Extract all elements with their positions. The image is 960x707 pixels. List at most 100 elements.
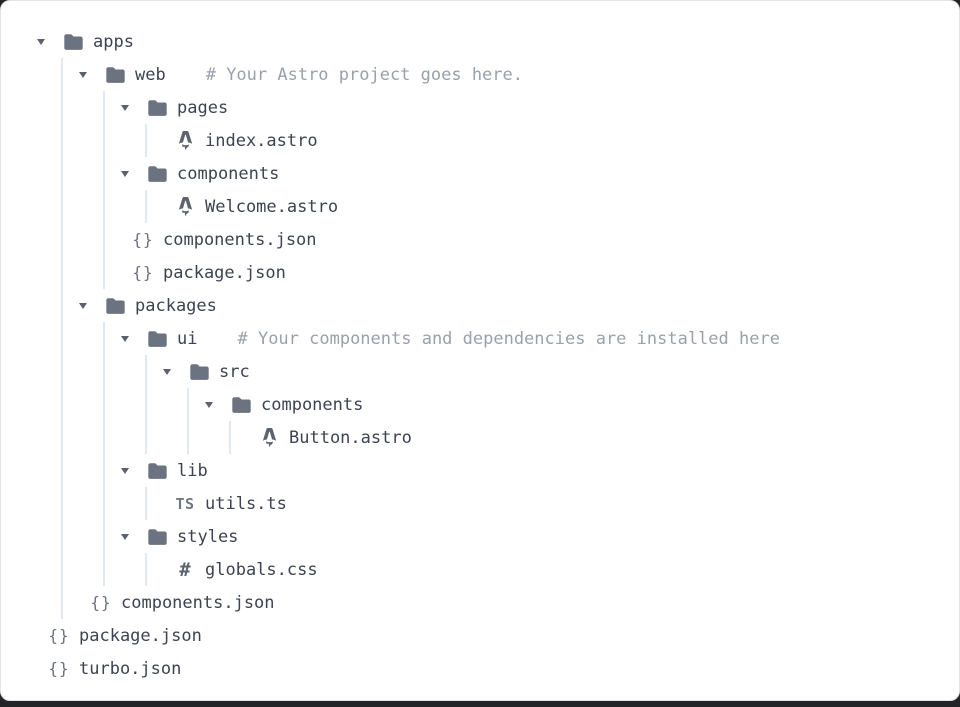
file-row-turbo-json: {} turbo.json xyxy=(1,652,959,685)
item-label: styles xyxy=(177,526,239,547)
file-row-components-json: {} components.json xyxy=(1,223,959,256)
chevron-down-icon[interactable] xyxy=(115,467,135,474)
indent-guide xyxy=(145,124,147,157)
astro-icon xyxy=(173,197,197,216)
item-label: utils.ts xyxy=(205,493,287,514)
triangle-glyph xyxy=(79,71,87,78)
item-label: pages xyxy=(177,97,229,118)
chevron-down-icon[interactable] xyxy=(157,368,177,375)
folder-row-lib[interactable]: lib xyxy=(1,454,959,487)
json-icon-glyph: {} xyxy=(132,263,154,282)
item-label: components xyxy=(261,394,364,415)
file-row-Button-astro: Button.astro xyxy=(1,421,959,454)
css-icon: # xyxy=(173,559,197,581)
file-row-Welcome-astro: Welcome.astro xyxy=(1,190,959,223)
file-row-index-astro: index.astro xyxy=(1,124,959,157)
triangle-glyph xyxy=(121,104,129,111)
file-row-components-json: {} components.json xyxy=(1,586,959,619)
chevron-down-icon[interactable] xyxy=(115,104,135,111)
json-icon: {} xyxy=(47,659,71,678)
item-label: Welcome.astro xyxy=(205,196,339,217)
item-label: turbo.json xyxy=(79,658,182,679)
indent-guide xyxy=(145,355,147,454)
json-icon: {} xyxy=(131,230,155,249)
item-label: apps xyxy=(93,31,134,52)
json-icon-glyph: {} xyxy=(90,593,112,612)
json-icon-glyph: {} xyxy=(48,659,70,678)
folder-icon xyxy=(145,330,169,348)
folder-row-components[interactable]: components xyxy=(1,388,959,421)
item-label: components.json xyxy=(163,229,317,250)
json-icon: {} xyxy=(89,593,113,612)
chevron-down-icon[interactable] xyxy=(115,335,135,342)
triangle-glyph xyxy=(121,467,129,474)
triangle-glyph xyxy=(121,170,129,177)
json-icon: {} xyxy=(131,263,155,282)
chevron-down-icon[interactable] xyxy=(115,170,135,177)
folder-icon xyxy=(103,66,127,84)
chevron-down-icon[interactable] xyxy=(73,71,93,78)
chevron-down-icon[interactable] xyxy=(199,401,219,408)
json-icon-glyph: {} xyxy=(132,230,154,249)
folder-row-pages[interactable]: pages xyxy=(1,91,959,124)
item-label: packages xyxy=(135,295,217,316)
item-label: components xyxy=(177,163,280,184)
json-icon: {} xyxy=(47,626,71,645)
folder-icon xyxy=(229,396,253,414)
file-row-utils-ts: TS utils.ts xyxy=(1,487,959,520)
chevron-down-icon[interactable] xyxy=(31,38,51,45)
folder-icon xyxy=(145,165,169,183)
item-label: components.json xyxy=(121,592,275,613)
folder-icon xyxy=(103,297,127,315)
json-icon-glyph: {} xyxy=(48,626,70,645)
item-label: package.json xyxy=(163,262,286,283)
triangle-glyph xyxy=(37,38,45,45)
folder-row-web[interactable]: web # Your Astro project goes here. xyxy=(1,58,959,91)
item-label: src xyxy=(219,361,250,382)
folder-row-apps[interactable]: apps xyxy=(1,25,959,58)
file-row-globals-css: # globals.css xyxy=(1,553,959,586)
indent-guide xyxy=(187,388,189,454)
folder-icon xyxy=(61,33,85,51)
item-label: Button.astro xyxy=(289,427,412,448)
folder-icon xyxy=(145,462,169,480)
triangle-glyph xyxy=(163,368,171,375)
ts-icon: TS xyxy=(173,495,197,513)
astro-icon xyxy=(173,131,197,150)
indent-guide xyxy=(103,91,105,289)
triangle-glyph xyxy=(121,533,129,540)
item-comment: # Your Astro project goes here. xyxy=(205,64,523,85)
item-comment: # Your components and dependencies are i… xyxy=(237,328,780,349)
folder-icon xyxy=(145,99,169,117)
item-label: web xyxy=(135,64,166,85)
indent-guide xyxy=(145,190,147,223)
indent-guide xyxy=(103,322,105,586)
css-icon-glyph: # xyxy=(179,558,191,581)
triangle-glyph xyxy=(79,302,87,309)
file-row-package-json: {} package.json xyxy=(1,256,959,289)
item-label: globals.css xyxy=(205,559,318,580)
indent-guide xyxy=(61,58,63,619)
indent-guide xyxy=(145,487,147,520)
item-label: ui xyxy=(177,328,198,349)
folder-row-ui[interactable]: ui # Your components and dependencies are… xyxy=(1,322,959,355)
ts-icon-glyph: TS xyxy=(175,494,195,513)
triangle-glyph xyxy=(121,335,129,342)
chevron-down-icon[interactable] xyxy=(115,533,135,540)
item-label: index.astro xyxy=(205,130,318,151)
indent-guide xyxy=(229,421,231,454)
file-row-package-json: {} package.json xyxy=(1,619,959,652)
folder-icon xyxy=(145,528,169,546)
folder-row-src[interactable]: src xyxy=(1,355,959,388)
chevron-down-icon[interactable] xyxy=(73,302,93,309)
folder-row-styles[interactable]: styles xyxy=(1,520,959,553)
folder-row-components[interactable]: components xyxy=(1,157,959,190)
triangle-glyph xyxy=(205,401,213,408)
folder-icon xyxy=(187,363,211,381)
item-label: package.json xyxy=(79,625,202,646)
item-label: lib xyxy=(177,460,208,481)
astro-icon xyxy=(257,428,281,447)
indent-guide xyxy=(145,553,147,586)
folder-row-packages[interactable]: packages xyxy=(1,289,959,322)
